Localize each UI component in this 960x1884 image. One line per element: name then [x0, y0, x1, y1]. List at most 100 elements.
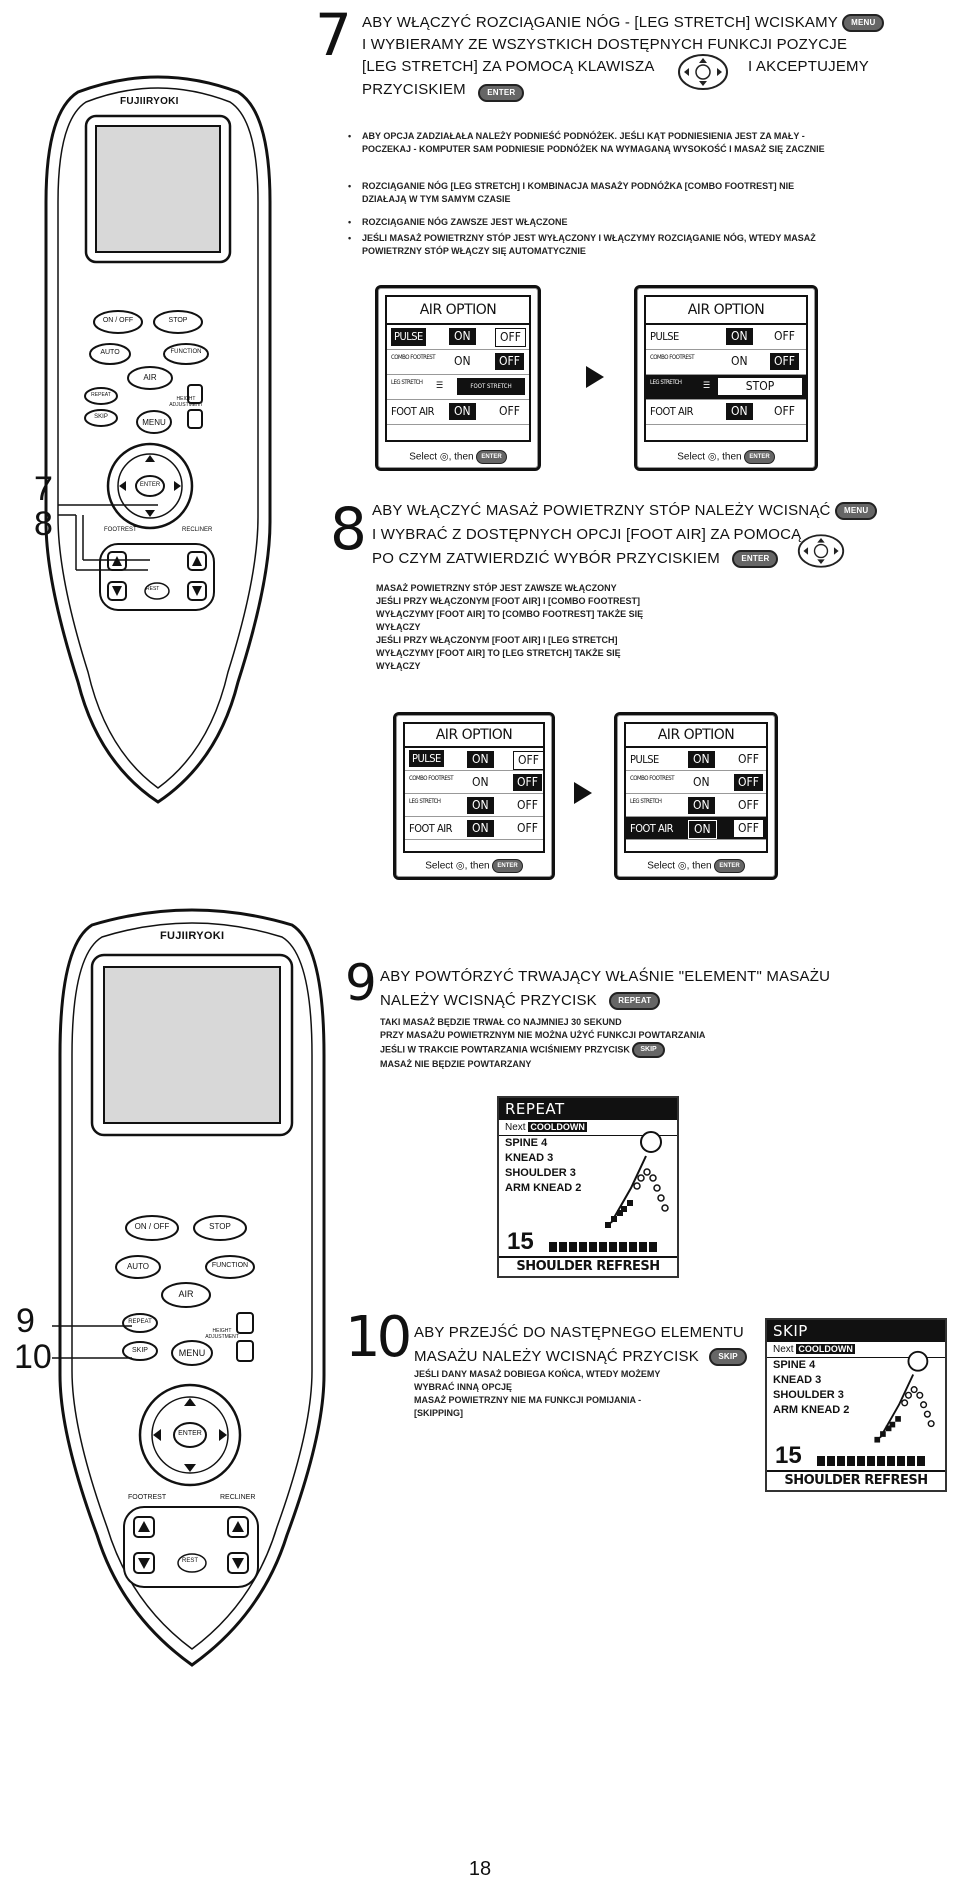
step-10-notes: JEŚLI DANY MASAŻ DOBIEGA KOŃCA, WTEDY MO…: [414, 1369, 661, 1418]
step-8-notes: MASAŻ POWIETRZNY STÓP JEST ZAWSZE WŁĄCZO…: [376, 583, 644, 671]
lcd-minutes: 15: [775, 1442, 802, 1469]
remote1-repeat-label: REPEAT: [91, 392, 111, 398]
callout-8: 8: [34, 505, 53, 543]
repeat-button-icon: REPEAT: [609, 992, 661, 1011]
lcd-progress-bar: [549, 1242, 659, 1252]
menu-button-icon: MENU: [842, 14, 885, 33]
remote2-function-label: FUNCTION: [211, 1262, 249, 1269]
skip-button-icon: SKIP: [709, 1348, 747, 1367]
remote1-stop-label: STOP: [168, 317, 188, 324]
step-7-line4-text: PRZYCISKIEM: [362, 80, 466, 98]
remote1-function-label: FUNCTION: [170, 349, 202, 355]
step-9-notes: TAKI MASAŻ BĘDZIE TRWAŁ CO NAJMNIEJ 30 S…: [380, 1017, 706, 1069]
step-7-note-4: •JEŚLI MASAŻ POWIETRZNY STÓP JEST WYŁĄCZ…: [348, 233, 816, 256]
step-9-number: 9: [345, 954, 377, 1012]
remote1-auto-label: AUTO: [100, 349, 120, 356]
step-9-line2: NALEŻY WCISNĄĆ PRZYCISK REPEAT: [380, 990, 661, 1011]
lcd-next: Next COOLDOWN: [499, 1120, 677, 1136]
skip-lcd-screen: SKIP Next COOLDOWN SPINE 4 KNEAD 3 SHOUL…: [765, 1318, 947, 1492]
remote2-stop-label: STOP: [209, 1222, 231, 1231]
step-8-line1: ABY WŁĄCZYĆ MASAŻ POWIETRZNY STÓP NALEŻY…: [372, 500, 878, 521]
remote2-brand: FUJIIRYOKI: [160, 930, 225, 942]
step-8-line2: I WYBRAĆ Z DOSTĘPNYCH OPCJI [FOOT AIR] Z…: [372, 526, 802, 543]
enter-button-icon: ENTER: [732, 550, 779, 569]
remote1-air-label: AIR: [143, 373, 157, 382]
remote-control-illustration-2: [58, 908, 326, 1667]
remote1-menu-label: MENU: [142, 418, 166, 427]
remote2-enter-label: ENTER: [178, 1430, 202, 1437]
step-7-line2: I WYBIERAMY ZE WSZYSTKICH DOSTĘPNYCH FUN…: [362, 36, 848, 53]
remote2-rest-label: REST: [182, 1558, 199, 1564]
callout-lines-9-10: [52, 1325, 132, 1359]
remote-control-illustration-1: [44, 75, 272, 804]
remote2-menu-label: MENU: [178, 1348, 206, 1358]
callout-7: 7: [34, 470, 53, 508]
lcd-next: Next COOLDOWN: [767, 1342, 945, 1358]
lcd-bottom-label: SHOULDER REFRESH: [499, 1256, 677, 1276]
page-number: 18: [468, 1858, 492, 1880]
arrow-right-icon: [574, 782, 592, 804]
enter-button-icon: ENTER: [478, 84, 525, 102]
lcd-progress-bar: [817, 1456, 927, 1466]
dpad-icon: [678, 54, 728, 90]
remote2-footrest-label: FOOTREST: [128, 1494, 167, 1501]
lcd-title: SKIP: [767, 1320, 945, 1342]
repeat-lcd-screen: REPEAT Next COOLDOWN SPINE 4 KNEAD 3 SHO…: [497, 1096, 679, 1278]
screen-title: AIR OPTION: [646, 297, 806, 325]
lcd-minutes: 15: [507, 1228, 534, 1255]
remote1-rest-label: REST: [146, 586, 160, 592]
step-7-line4: PRZYCISKIEM ENTER: [362, 78, 525, 102]
callout-9: 9: [16, 1302, 35, 1340]
remote2-recliner-label: RECLINER: [220, 1494, 256, 1501]
arrow-right-icon: [586, 366, 604, 388]
screen-footer: Select ◎, then ENTER: [637, 450, 815, 464]
remote1-skip-label: SKIP: [94, 414, 108, 420]
remote2-height-label: HEIGHT ADJUSTMENT: [205, 1328, 239, 1340]
step-9-line1: ABY POWTÓRZYĆ TRWAJĄCY WŁAŚNIE "ELEMENT"…: [380, 968, 831, 985]
step-7-note-2: •ROZCIĄGANIE NÓG [LEG STRETCH] I KOMBINA…: [348, 181, 795, 204]
remote2-repeat-label: REPEAT: [128, 1319, 152, 1325]
remote1-footrest-label: FOOTREST: [104, 527, 137, 533]
step-7-line3b: I AKCEPTUJEMY: [748, 58, 869, 75]
step-7-line1-text: ABY WŁĄCZYĆ ROZCIĄGANIE NÓG - [LEG STRET…: [362, 14, 838, 31]
row-leg-selected: LEG STRETCH☰STOP: [646, 375, 806, 400]
step-7-note-1: •ABY OPCJA ZADZIAŁAŁA NALEŻY PODNIEŚĆ PO…: [348, 131, 825, 154]
massage-figure-icon: [605, 1131, 669, 1228]
row-leg: LEG STRETCH☰FOOT STRETCH: [387, 375, 529, 400]
remote1-enter-label: ENTER: [139, 482, 161, 488]
massage-figure-icon: [874, 1350, 935, 1443]
remote1-brand: FUJIIRYOKI: [120, 96, 179, 107]
remote2-air-label: AIR: [178, 1289, 194, 1299]
skip-button-icon: SKIP: [632, 1042, 665, 1058]
step-10-line1: ABY PRZEJŚĆ DO NASTĘPNEGO ELEMENTU: [414, 1324, 744, 1341]
step-7-note-3: •ROZCIĄGANIE NÓG ZAWSZE JEST WŁĄCZONE: [348, 217, 568, 227]
remote1-on-off-label: ON / OFF: [102, 317, 134, 324]
callout-10: 10: [14, 1338, 52, 1376]
screen-footer: Select ◎, then ENTER: [378, 450, 538, 464]
remote2-on-off-label: ON / OFF: [134, 1222, 170, 1231]
menu-button-icon: MENU: [834, 502, 878, 521]
step-8-line3: PO CZYM ZATWIERDZIĆ WYBÓR PRZYCISKIEM EN…: [372, 548, 779, 569]
screen-title: AIR OPTION: [387, 297, 529, 325]
remote2-auto-label: AUTO: [126, 1262, 150, 1271]
lcd-bottom-label: SHOULDER REFRESH: [767, 1470, 945, 1490]
step-10-line2: MASAŻU NALEŻY WCISNĄĆ PRZYCISK SKIP: [414, 1346, 747, 1367]
